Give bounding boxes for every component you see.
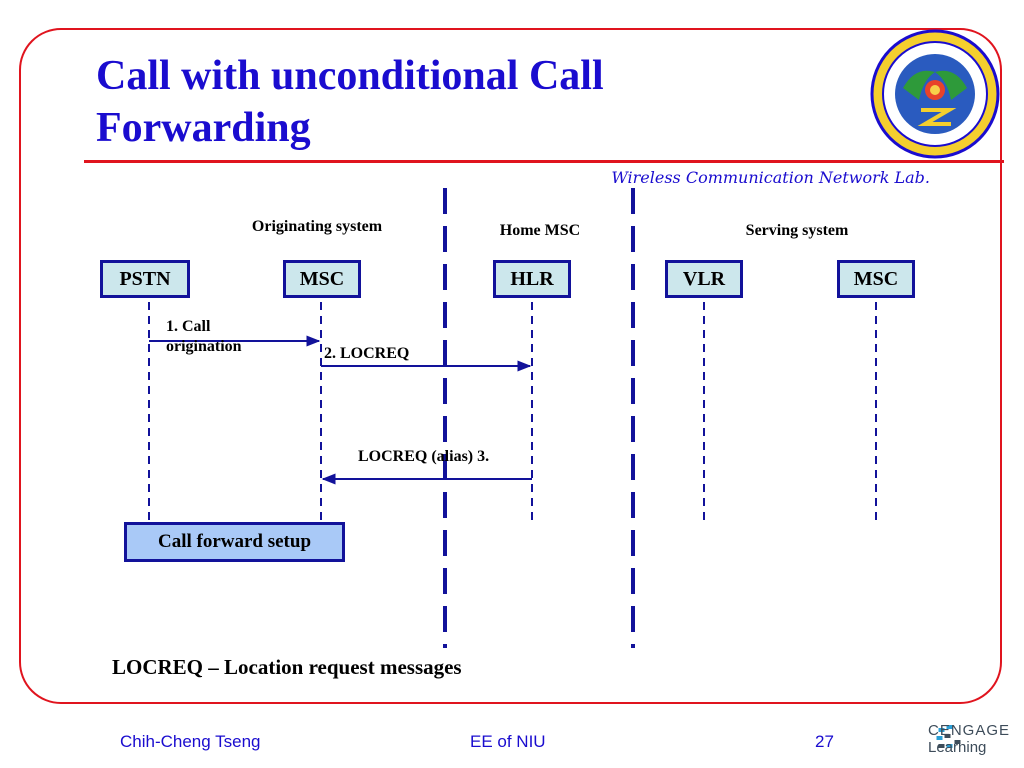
message-label-3: LOCREQ (alias) 3.	[358, 448, 490, 465]
slide-title: Call with unconditional Call Forwarding	[96, 50, 736, 154]
entity-msc-originating: MSC	[283, 260, 361, 298]
title-underline	[84, 160, 1004, 163]
message-label-1-line-2: origination	[166, 338, 242, 355]
footer-dept: EE of NIU	[470, 732, 546, 751]
slide-frame	[19, 28, 1002, 704]
lab-name: Wireless Communication Network Lab.	[611, 168, 930, 187]
entity-vlr: VLR	[665, 260, 743, 298]
message-label-1: 1. Call origination	[166, 317, 242, 357]
message-label-2: 2. LOCREQ	[324, 345, 410, 362]
publisher-name-line-1: CENGAGE	[928, 722, 1011, 739]
footnote: LOCREQ – Location request messages	[112, 655, 462, 679]
entity-msc-serving: MSC	[837, 260, 915, 298]
system-label-originating: Originating system	[251, 218, 383, 235]
footer-page-number: 27	[815, 732, 834, 751]
call-forward-setup-box: Call forward setup	[124, 522, 345, 562]
title-line-2: Forwarding	[96, 105, 311, 151]
entity-pstn: PSTN	[100, 260, 190, 298]
cengage-logo-icon	[936, 725, 961, 748]
entity-hlr: HLR	[493, 260, 571, 298]
footer-author: Chih-Cheng Tseng	[120, 732, 261, 751]
publisher-name-line-2: Learning	[928, 739, 987, 756]
title-line-1: Call with unconditional Call	[96, 53, 604, 99]
university-seal-icon	[870, 29, 1000, 159]
system-label-serving: Serving system	[745, 222, 849, 239]
message-label-1-line-1: 1. Call	[166, 318, 211, 335]
system-label-home: Home MSC	[499, 222, 581, 239]
